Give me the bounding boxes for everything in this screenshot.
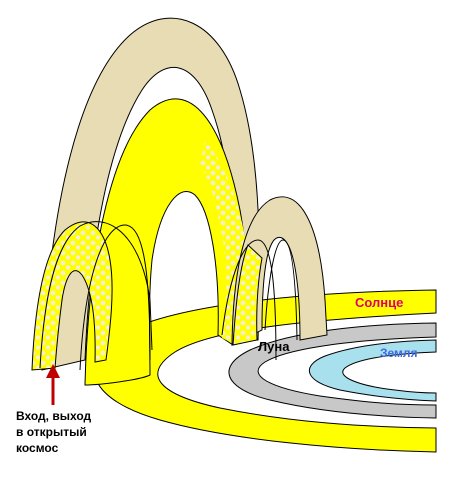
entrance-arch bbox=[31, 221, 113, 371]
earth-label: Земля bbox=[380, 346, 418, 360]
right-arch-dotted bbox=[232, 244, 263, 346]
entrance-label-line3: космос bbox=[16, 441, 59, 455]
earth-ring bbox=[308, 339, 437, 402]
entrance-label-line2: в открытый bbox=[16, 425, 87, 439]
small-inner-arch bbox=[264, 239, 298, 341]
entrance-arrow-head bbox=[46, 364, 60, 378]
inner-arch-line-1 bbox=[79, 224, 151, 371]
sun-label: Солнце bbox=[355, 295, 403, 310]
inner-arch-line-2 bbox=[221, 239, 277, 361]
moon-ring bbox=[228, 322, 437, 419]
moon-label: Луна bbox=[258, 339, 290, 354]
entrance-arch-outline bbox=[39, 221, 153, 369]
entrance-label-line1: Вход, выход bbox=[16, 409, 92, 423]
